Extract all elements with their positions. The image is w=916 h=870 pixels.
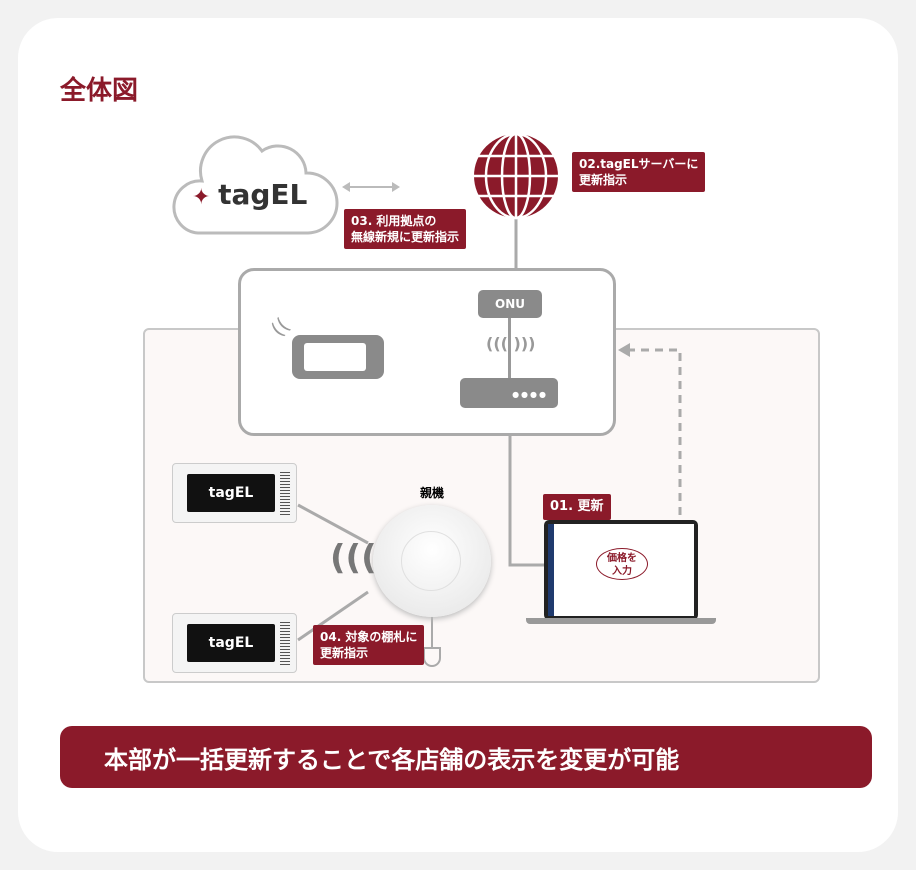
tagel-logo-icon: ✦ (192, 185, 219, 210)
base-unit-icon (373, 505, 491, 617)
cloud-logo: ✦ tagEL (192, 178, 308, 211)
cloud-icon (172, 135, 339, 235)
shelf-tag-2: tagEL (172, 613, 297, 673)
laptop-base (526, 618, 716, 624)
step-01-label: 01. 更新 (543, 494, 611, 520)
step-03-label: 03. 利用拠点の無線新規に更新指示 (344, 209, 467, 250)
summary-banner: 本部が一括更新することで各店舗の表示を変更が可能 (60, 726, 872, 788)
globe-icon (474, 132, 558, 220)
step-04-label: 04. 対象の棚札に更新指示 (313, 625, 425, 666)
base-signal-icon: ((( (330, 538, 377, 578)
gateway-device-icon (292, 335, 384, 379)
step-02-label: 02.tagELサーバーに更新指示 (572, 152, 706, 193)
shelf-tag-1: tagEL (172, 463, 297, 523)
router-antenna (508, 318, 511, 378)
page-title: 全体図 (60, 76, 139, 106)
network-box (238, 268, 616, 436)
router-icon: ●●●● (460, 378, 558, 408)
base-unit-label: 親機 (420, 486, 445, 500)
onu-device: ONU (478, 290, 542, 318)
price-input-bubble: 価格を入力 (596, 548, 648, 580)
router-signal-icon: ((( ))) (486, 334, 536, 353)
